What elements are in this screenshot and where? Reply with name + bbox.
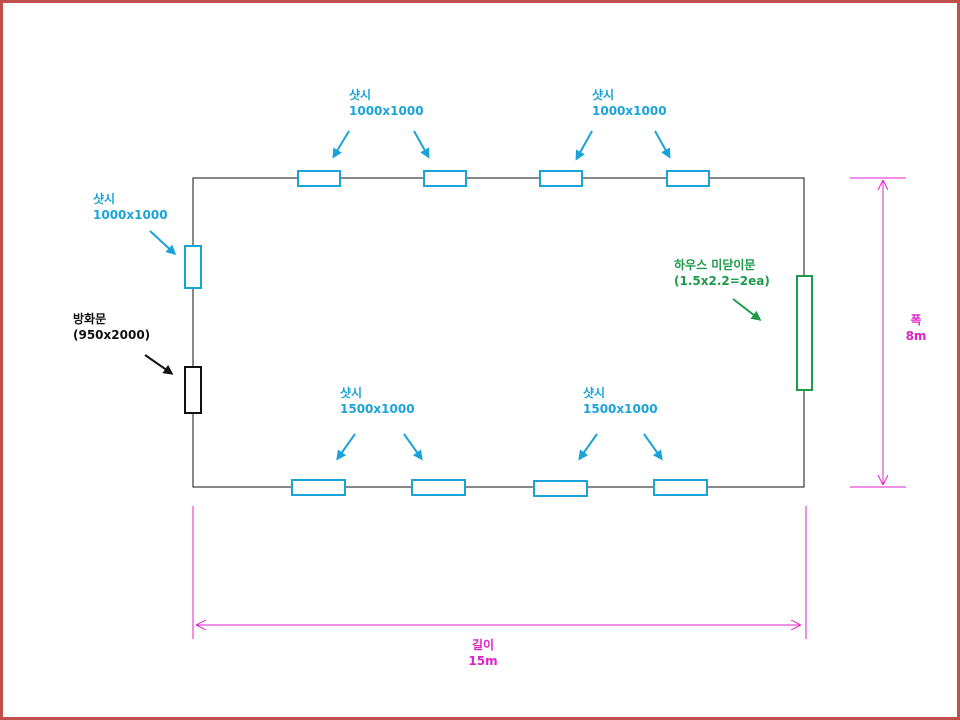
- label-top-left-sash-size: 1000x1000: [349, 104, 424, 118]
- label-width-value: 8m: [905, 329, 927, 343]
- label-bottom-left-sash-size: 1500x1000: [340, 402, 415, 416]
- arrow-fire-door: [144, 354, 174, 375]
- arrow-top-right-b: [654, 130, 671, 159]
- house-sliding-door: [796, 275, 813, 391]
- label-bottom-left-sash: 샷시 1500x1000: [340, 385, 415, 417]
- label-width-dimension: 폭 8m: [899, 312, 933, 344]
- label-left-sash-size: 1000x1000: [93, 208, 168, 222]
- label-fire-door-size: (950x2000): [73, 328, 151, 342]
- window-top-2: [423, 170, 467, 187]
- arrow-bottom-right-a: [578, 433, 598, 461]
- window-bottom-3: [533, 480, 588, 497]
- window-bottom-2: [411, 479, 466, 496]
- label-house-door-name: 하우스 미닫이문: [674, 258, 756, 272]
- arrow-top-left-a: [332, 130, 350, 159]
- window-bottom-1: [291, 479, 346, 496]
- arrow-top-left-b: [413, 130, 430, 159]
- label-fire-door-name: 방화문: [73, 312, 107, 326]
- label-left-sash-name: 샷시: [93, 192, 116, 206]
- label-length-value: 15m: [468, 654, 498, 668]
- label-fire-door: 방화문 (950x2000): [73, 311, 150, 343]
- window-top-4: [666, 170, 710, 187]
- label-top-right-sash-size: 1000x1000: [592, 104, 667, 118]
- label-top-right-sash-name: 샷시: [592, 88, 615, 102]
- label-width-name: 폭: [910, 313, 922, 327]
- arrow-bottom-right-b: [643, 433, 663, 461]
- arrow-bottom-left-a: [336, 433, 356, 461]
- label-top-left-sash-name: 샷시: [349, 88, 372, 102]
- arrow-top-right-a: [575, 130, 593, 161]
- window-left: [184, 245, 202, 289]
- label-house-door: 하우스 미닫이문 (1.5x2.2=2ea): [674, 257, 770, 289]
- window-top-1: [297, 170, 341, 187]
- label-bottom-left-sash-name: 샷시: [340, 386, 363, 400]
- label-length-name: 길이: [471, 638, 495, 652]
- label-bottom-right-sash-size: 1500x1000: [583, 402, 658, 416]
- label-top-right-sash: 샷시 1000x1000: [592, 87, 667, 119]
- window-top-3: [539, 170, 583, 187]
- label-length-dimension: 길이 15m: [459, 637, 507, 669]
- window-bottom-4: [653, 479, 708, 496]
- floor-plan-drawing: [144, 130, 906, 639]
- label-top-left-sash: 샷시 1000x1000: [349, 87, 424, 119]
- label-left-sash: 샷시 1000x1000: [93, 191, 168, 223]
- arrow-bottom-left-b: [403, 433, 423, 461]
- label-bottom-right-sash: 샷시 1500x1000: [583, 385, 658, 417]
- label-house-door-size: (1.5x2.2=2ea): [674, 274, 770, 288]
- label-bottom-right-sash-name: 샷시: [583, 386, 606, 400]
- building-outline: [192, 177, 805, 488]
- arrow-house-door: [732, 298, 762, 321]
- fire-door: [184, 366, 202, 414]
- arrow-left-sash: [149, 230, 177, 256]
